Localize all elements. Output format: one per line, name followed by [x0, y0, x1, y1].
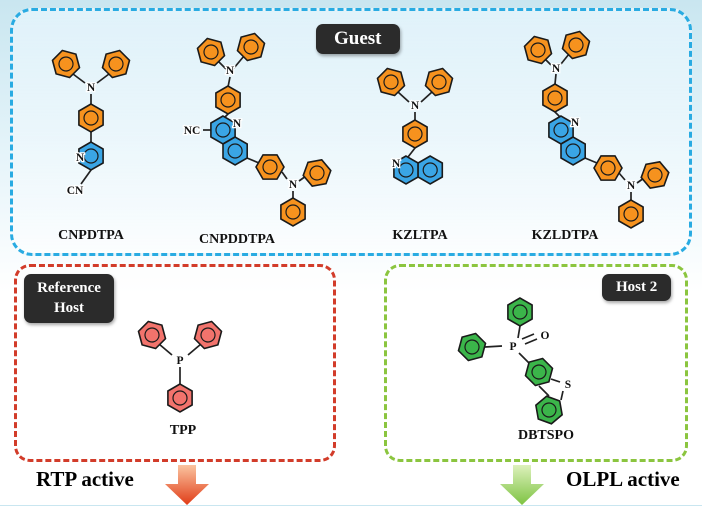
phenylene-ring	[251, 148, 289, 186]
pyridine-ring	[222, 136, 248, 166]
phenyl-ring	[618, 199, 644, 229]
atom-label-n: N	[627, 180, 636, 192]
atom-label-n: N	[392, 158, 401, 170]
atom-label-n: N	[226, 65, 235, 77]
bonds	[158, 343, 202, 384]
bonds	[203, 55, 307, 199]
benzothiophene-ring	[533, 393, 565, 427]
kzldtpa-structure: N N N	[521, 27, 672, 229]
phenyl-ring	[49, 46, 83, 82]
host2-badge: Host 2	[602, 274, 672, 301]
phenyl-ring	[559, 27, 593, 63]
atom-label-p: P	[509, 341, 516, 353]
phenylene-ring	[589, 149, 627, 187]
olpl-active-label: OLPL active	[566, 467, 680, 491]
atom-label-n: N	[76, 152, 85, 164]
atom-label-n: N	[233, 118, 242, 130]
atom-label-p: P	[176, 355, 183, 367]
phenylene-ring	[542, 83, 568, 113]
phenyl-ring	[234, 29, 268, 65]
kzltpa-structure: N N	[374, 64, 456, 185]
guest-badge: Guest	[316, 24, 400, 54]
phenyl-ring	[638, 156, 672, 194]
phenylene-ring	[215, 85, 241, 115]
phenylene-ring	[402, 119, 428, 149]
phenyl-ring	[300, 154, 334, 192]
rtp-down-arrow-icon	[165, 465, 209, 505]
quinoline-ring	[417, 155, 444, 185]
atom-label-n: N	[289, 179, 298, 191]
atom-label-n: N	[552, 63, 561, 75]
phenyl-ring	[374, 64, 408, 100]
quinazoline-ring	[560, 136, 587, 166]
phenyl-ring	[280, 197, 306, 227]
phenyl-ring	[167, 383, 193, 413]
atom-label-s: S	[565, 379, 571, 391]
tpp-structure: P	[135, 317, 225, 413]
phenylene-ring	[78, 103, 104, 133]
phenyl-ring	[99, 46, 133, 82]
reference-host-badge: Reference Host	[24, 274, 114, 323]
atom-label-n: N	[87, 82, 96, 94]
molecule-label-cnpdtpa: CNPDTPA	[58, 228, 124, 243]
atom-label-nc: NC	[184, 125, 201, 137]
atom-label-cn: CN	[67, 185, 84, 197]
cnpddtpa-structure: N N NC N	[182, 29, 334, 227]
bonds	[484, 325, 564, 401]
molecule-label-tpp: TPP	[169, 423, 197, 438]
phenyl-ring	[422, 64, 456, 100]
olpl-down-arrow-icon	[500, 465, 544, 505]
phenyl-ring	[455, 329, 489, 365]
rtp-active-label: RTP active	[36, 467, 134, 491]
bonds	[72, 73, 110, 185]
molecule-label-kzltpa: KZLTPA	[392, 228, 448, 243]
molecule-label-cnpddtpa: CNPDDTPA	[199, 232, 275, 247]
phenyl-ring	[507, 297, 533, 327]
atom-label-o: O	[541, 330, 550, 342]
molecule-label-kzldtpa: KZLDTPA	[531, 228, 599, 243]
atom-label-n: N	[571, 117, 580, 129]
cnpdtpa-structure: N N CN	[49, 46, 133, 198]
atom-label-n: N	[411, 100, 420, 112]
molecule-label-dbtspo: DBTSPO	[517, 428, 574, 443]
benzothiophene-ring	[522, 354, 556, 390]
dbtspo-structure: P O S	[455, 297, 573, 427]
